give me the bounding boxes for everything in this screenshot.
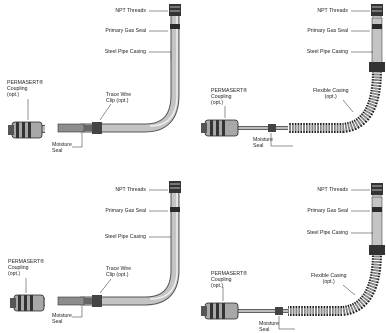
primary-gas-seal-label: Primary Gas Seal xyxy=(105,28,146,34)
permasert-coupling xyxy=(204,302,239,320)
steel-pipe-casing-label: Steel Pipe Casing xyxy=(104,49,146,55)
flexible-casing-label: Flexible Casing (opt.) xyxy=(313,88,349,100)
gas-seal-band xyxy=(170,24,180,29)
trace-wire-clip xyxy=(92,122,102,134)
trace-wire-clip-label: Trace Wire Clip (opt.) xyxy=(106,266,132,278)
steel-pipe-casing-label: Steel Pipe Casing xyxy=(104,234,146,240)
moisture-seal-label: Moisture Seal xyxy=(253,137,273,149)
riser-diagram-2: NPT Threads Primary Gas Seal Steel Pipe … xyxy=(193,0,386,166)
permasert-coupling-label: PERMASERT® Coupling (opt.) xyxy=(8,259,45,277)
gas-seal-band xyxy=(372,207,382,212)
riser-diagram-1: NPT Threads Primary Gas Seal Steel Pipe … xyxy=(0,0,193,166)
primary-gas-seal-label: Primary Gas Seal xyxy=(307,208,348,214)
trace-wire-clip-label: Trace Wire Clip (opt.) xyxy=(106,92,132,104)
permasert-coupling xyxy=(204,119,239,137)
riser-illustration xyxy=(201,183,385,330)
steel-pipe-casing-label: Steel Pipe Casing xyxy=(306,230,348,236)
npt-threads-label: NPT Threads xyxy=(115,8,146,14)
flexible-casing-label: Flexible Casing (opt.) xyxy=(311,273,347,285)
gas-seal-band xyxy=(372,24,382,29)
moisture-seal-label: Moisture Seal xyxy=(52,313,72,325)
moisture-seal-label: Moisture Seal xyxy=(259,321,279,333)
riser-diagram-4: NPT Threads Primary Gas Seal Steel Pipe … xyxy=(193,167,386,333)
npt-threads-label: NPT Threads xyxy=(317,8,348,14)
primary-gas-seal-label: Primary Gas Seal xyxy=(105,208,146,214)
riser-illustration xyxy=(10,181,181,318)
riser-illustration xyxy=(8,4,181,148)
riser-illustration xyxy=(201,4,385,147)
permasert-coupling-label: PERMASERT® Coupling (opt.) xyxy=(211,88,248,106)
steel-pipe-casing-label: Steel Pipe Casing xyxy=(306,49,348,55)
riser-diagram-3: NPT Threads Primary Gas Seal Steel Pipe … xyxy=(0,167,193,333)
moisture-seal-label: Moisture Seal xyxy=(52,142,72,154)
permasert-coupling-label: PERMASERT® Coupling (opt.) xyxy=(7,80,44,98)
primary-gas-seal-label: Primary Gas Seal xyxy=(307,28,348,34)
trace-wire-clip xyxy=(92,295,102,307)
gas-seal-band xyxy=(170,207,180,212)
npt-threads-label: NPT Threads xyxy=(317,187,348,193)
permasert-coupling-label: PERMASERT® Coupling (opt.) xyxy=(211,271,248,289)
npt-threads-label: NPT Threads xyxy=(115,187,146,193)
